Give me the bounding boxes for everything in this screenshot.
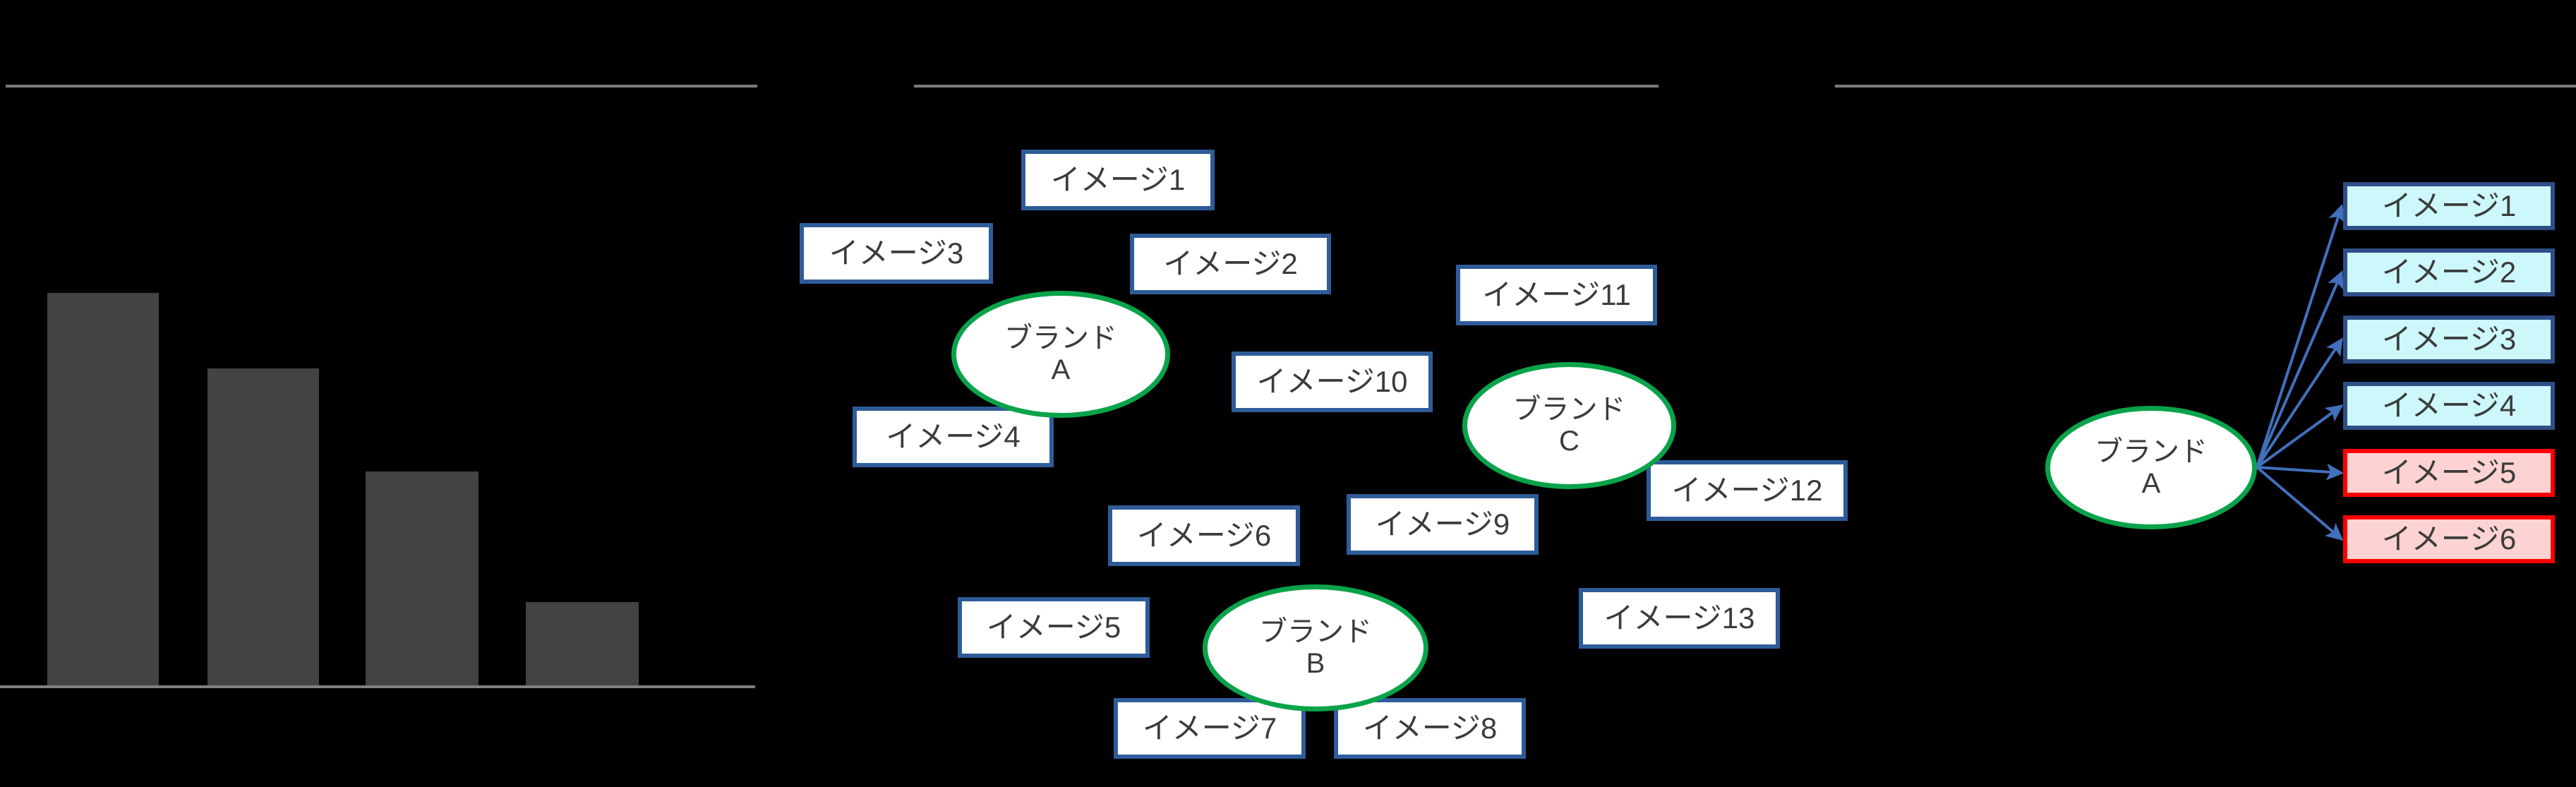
image-chip-3[interactable]: イメージ3: [800, 223, 993, 284]
fanout-arrow-5: [2256, 463, 2345, 481]
image-chip-12[interactable]: イメージ12: [1647, 460, 1848, 521]
image-chip-5[interactable]: イメージ5: [958, 597, 1150, 658]
image-chip-8[interactable]: イメージ8: [1334, 698, 1526, 759]
bar-3: [366, 471, 479, 685]
brand-node-a-line2: A: [1051, 354, 1071, 385]
divider-left: [6, 85, 757, 88]
image-chip-7[interactable]: イメージ7: [1114, 698, 1306, 759]
image-chip-2[interactable]: イメージ2: [1130, 234, 1331, 294]
image-chip-13[interactable]: イメージ13: [1579, 588, 1780, 649]
fanout-arrow-3: [2256, 337, 2343, 469]
image-chip-1[interactable]: イメージ1: [1021, 150, 1215, 210]
brand-node-c-line1: ブランド: [1512, 394, 1626, 426]
image-chip-9[interactable]: イメージ9: [1347, 494, 1539, 555]
brand-node-b-line1: ブランド: [1259, 616, 1372, 648]
brand-node-c[interactable]: ブランド C: [1462, 362, 1676, 489]
fanout-arrow-2: [2256, 270, 2344, 468]
fanout-arrow-6: [2256, 466, 2344, 541]
fanout-arrow-4: [2256, 404, 2344, 469]
brand-node-c-line2: C: [1559, 426, 1579, 457]
fanout-source-brand-a[interactable]: ブランド A: [2045, 406, 2257, 529]
fanout-target-image-5[interactable]: イメージ5: [2343, 449, 2555, 497]
image-chip-6[interactable]: イメージ6: [1108, 505, 1300, 566]
chart-baseline-axis: [0, 685, 755, 688]
brand-node-a[interactable]: ブランド A: [951, 291, 1170, 418]
image-chip-11[interactable]: イメージ11: [1456, 265, 1657, 325]
divider-middle: [914, 85, 1659, 88]
bar-2: [207, 368, 319, 685]
bar-1: [47, 293, 159, 685]
divider-right: [1835, 85, 2576, 88]
fanout-target-image-6[interactable]: イメージ6: [2343, 515, 2555, 563]
fanout-target-image-3[interactable]: イメージ3: [2343, 316, 2555, 364]
bar-4: [526, 602, 639, 685]
fanout-target-image-2[interactable]: イメージ2: [2343, 248, 2555, 296]
fanout-source-line1: ブランド: [2095, 435, 2208, 467]
image-chip-10[interactable]: イメージ10: [1232, 352, 1433, 412]
fanout-target-image-1[interactable]: イメージ1: [2343, 182, 2555, 230]
fanout-source-line2: A: [2141, 467, 2161, 499]
fanout-target-image-4[interactable]: イメージ4: [2343, 382, 2555, 430]
fanout-arrow-1: [2256, 203, 2345, 468]
image-chip-4[interactable]: イメージ4: [853, 407, 1054, 467]
brand-node-b-line2: B: [1306, 648, 1325, 679]
brand-node-b[interactable]: ブランド B: [1203, 584, 1428, 711]
brand-node-a-line1: ブランド: [1004, 323, 1117, 354]
